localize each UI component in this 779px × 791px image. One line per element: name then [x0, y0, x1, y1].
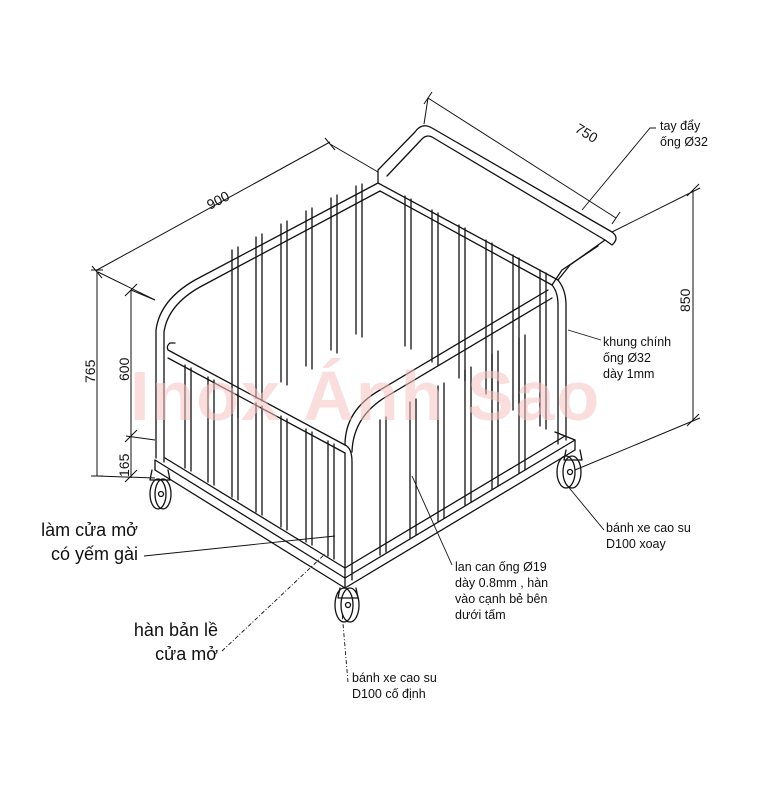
leader-door-latch — [143, 535, 336, 557]
leader-caster-fixed — [341, 611, 349, 683]
caster-front-fixed — [334, 587, 360, 623]
label-rail: lan can ống Ø19 dày 0.8mm , hàn vào cạnh… — [455, 560, 549, 622]
dim-765: 765 — [82, 359, 98, 383]
leader-caster-swivel — [565, 483, 605, 531]
front-rails — [184, 334, 526, 560]
dim-600: 600 — [116, 357, 132, 381]
dim-900-line — [91, 137, 379, 301]
label-handle: tay đẩy ống Ø32 — [660, 119, 708, 149]
label-frame: khung chính ống Ø32 dày 1mm — [603, 335, 672, 381]
leader-door-hinge — [221, 553, 326, 652]
dim-165: 165 — [116, 453, 132, 477]
label-caster-fixed: bánh xe cao su D100 cố định — [352, 671, 437, 701]
back-rails — [231, 183, 547, 430]
dim-vertical-left — [91, 269, 156, 483]
dim-750-line — [423, 91, 621, 225]
dim-850-line — [574, 183, 701, 471]
caster-back-right — [556, 449, 583, 489]
dim-850: 850 — [677, 288, 693, 312]
leader-frame — [567, 329, 602, 341]
leader-handle — [581, 127, 656, 211]
label-door-hinge: hàn bản lề cửa mở — [133, 620, 218, 664]
label-door-latch: làm cửa mở có yếm gài — [41, 520, 138, 564]
label-caster-swivel: bánh xe cao su D100 xoay — [606, 521, 691, 551]
watermark: Inox Ánh Sao — [130, 357, 602, 435]
push-handle — [377, 125, 617, 286]
leader-rail — [411, 475, 453, 566]
caster-front-left — [149, 469, 172, 510]
dim-750: 750 — [572, 120, 600, 146]
